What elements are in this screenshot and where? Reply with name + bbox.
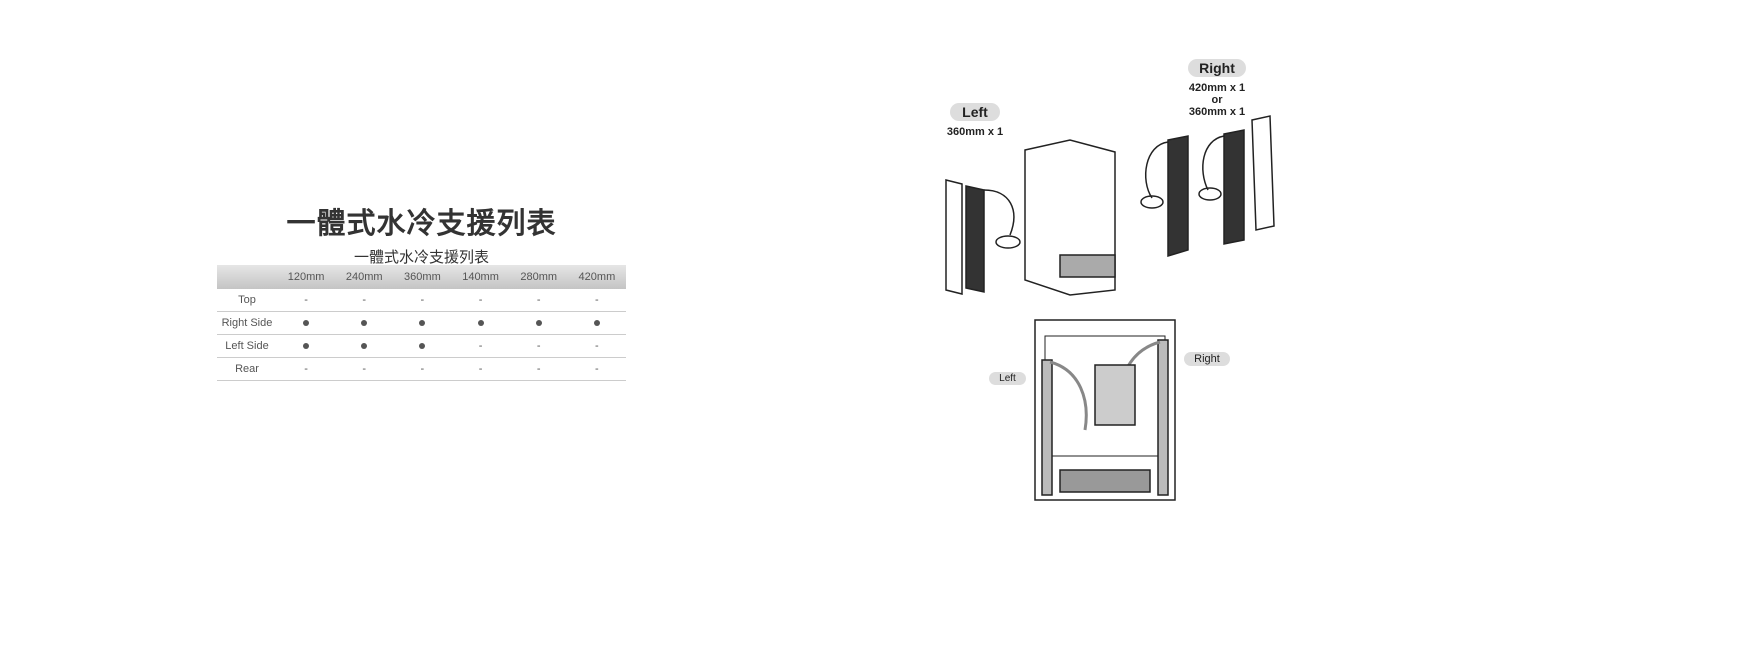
row-label: Left Side (217, 334, 277, 358)
supported-dot-icon (535, 320, 542, 326)
right-radiator-2 (1223, 129, 1245, 245)
table-cell (277, 334, 336, 358)
table-cell: - (451, 334, 510, 358)
table-cell: - (277, 357, 336, 381)
supported-dot-icon (303, 343, 310, 349)
table-cell (277, 311, 336, 335)
row-label: Top (217, 289, 277, 312)
supported-dot-icon (303, 320, 310, 326)
front-right-label: Right (1184, 352, 1230, 366)
right-pump-1 (1140, 195, 1164, 209)
table-cell: - (567, 357, 626, 381)
front-view (1034, 319, 1176, 501)
supported-dot-icon (419, 343, 426, 349)
supported-dot-icon (419, 320, 426, 326)
bottom-vent (1059, 469, 1151, 493)
table-row: Top------ (217, 289, 626, 312)
table-header-row: 120mm 240mm 360mm 140mm 280mm 420mm (217, 265, 626, 289)
table-cell: - (567, 334, 626, 358)
psu-shroud (1059, 254, 1116, 278)
left-spec: 360mm x 1 (946, 126, 1004, 138)
table-caption: 一體式水冷支援列表 (353, 248, 489, 266)
supported-dot-icon (477, 320, 484, 326)
exploded-view (945, 115, 1275, 296)
table-cell: - (509, 357, 568, 381)
right-radiator-1 (1167, 135, 1189, 258)
page-title: 一體式水冷支援列表 (286, 206, 557, 240)
front-left-label: Left (989, 372, 1026, 385)
right-spec: 420mm x 1 or 360mm x 1 (1182, 82, 1252, 118)
table-cell (509, 311, 568, 335)
table-cell: - (509, 334, 568, 358)
column-header: 240mm (345, 271, 383, 283)
right-spec-or: or (1211, 94, 1223, 106)
right-spec-360: 360mm x 1 (1188, 106, 1246, 118)
column-header (217, 265, 277, 289)
table-cell (393, 334, 452, 358)
table-row: Rear------ (217, 357, 626, 381)
table-row: Left Side--- (217, 334, 626, 358)
case-front (1034, 319, 1176, 501)
table-cell: - (277, 289, 336, 312)
left-tube-front (1049, 360, 1088, 431)
table-cell: - (567, 289, 626, 312)
table-cell: - (393, 289, 452, 312)
right-tube-1 (1144, 141, 1169, 199)
table-row: Right Side (217, 311, 626, 335)
right-label: Right (1188, 59, 1246, 77)
supported-dot-icon (361, 343, 368, 349)
column-header: 120mm (287, 271, 325, 283)
table-cell (393, 311, 452, 335)
left-tube (983, 189, 1015, 236)
column-header: 280mm (520, 271, 558, 283)
right-radiator-front (1157, 339, 1169, 496)
left-radiator-front (1041, 359, 1053, 496)
left-pump (995, 235, 1021, 249)
table-cell: - (335, 289, 394, 312)
table-cell (335, 311, 394, 335)
column-header: 420mm (578, 271, 616, 283)
case-body (1024, 139, 1116, 296)
right-panel-filter (1251, 115, 1275, 231)
right-spec-420: 420mm x 1 (1188, 82, 1246, 94)
aio-support-table: 120mm 240mm 360mm 140mm 280mm 420mm Top-… (217, 265, 626, 381)
table-cell: - (451, 289, 510, 312)
left-label: Left (950, 103, 1000, 121)
supported-dot-icon (361, 320, 368, 326)
table-cell: - (393, 357, 452, 381)
table-cell (451, 311, 510, 335)
table-cell (567, 311, 626, 335)
left-panel-filter (945, 179, 963, 295)
column-header: 360mm (404, 271, 441, 283)
table-cell: - (451, 357, 510, 381)
table-cell: - (335, 357, 394, 381)
row-label: Right Side (217, 311, 277, 335)
right-pump-2 (1198, 187, 1222, 201)
supported-dot-icon (593, 320, 600, 326)
row-label: Rear (217, 357, 277, 381)
table-cell (335, 334, 394, 358)
right-tube-2 (1202, 135, 1225, 191)
table-cell: - (509, 289, 568, 312)
column-header: 140mm (462, 271, 499, 283)
left-radiator (965, 185, 985, 293)
motherboard-area (1094, 364, 1136, 426)
case-radiator-diagram (945, 115, 1275, 501)
